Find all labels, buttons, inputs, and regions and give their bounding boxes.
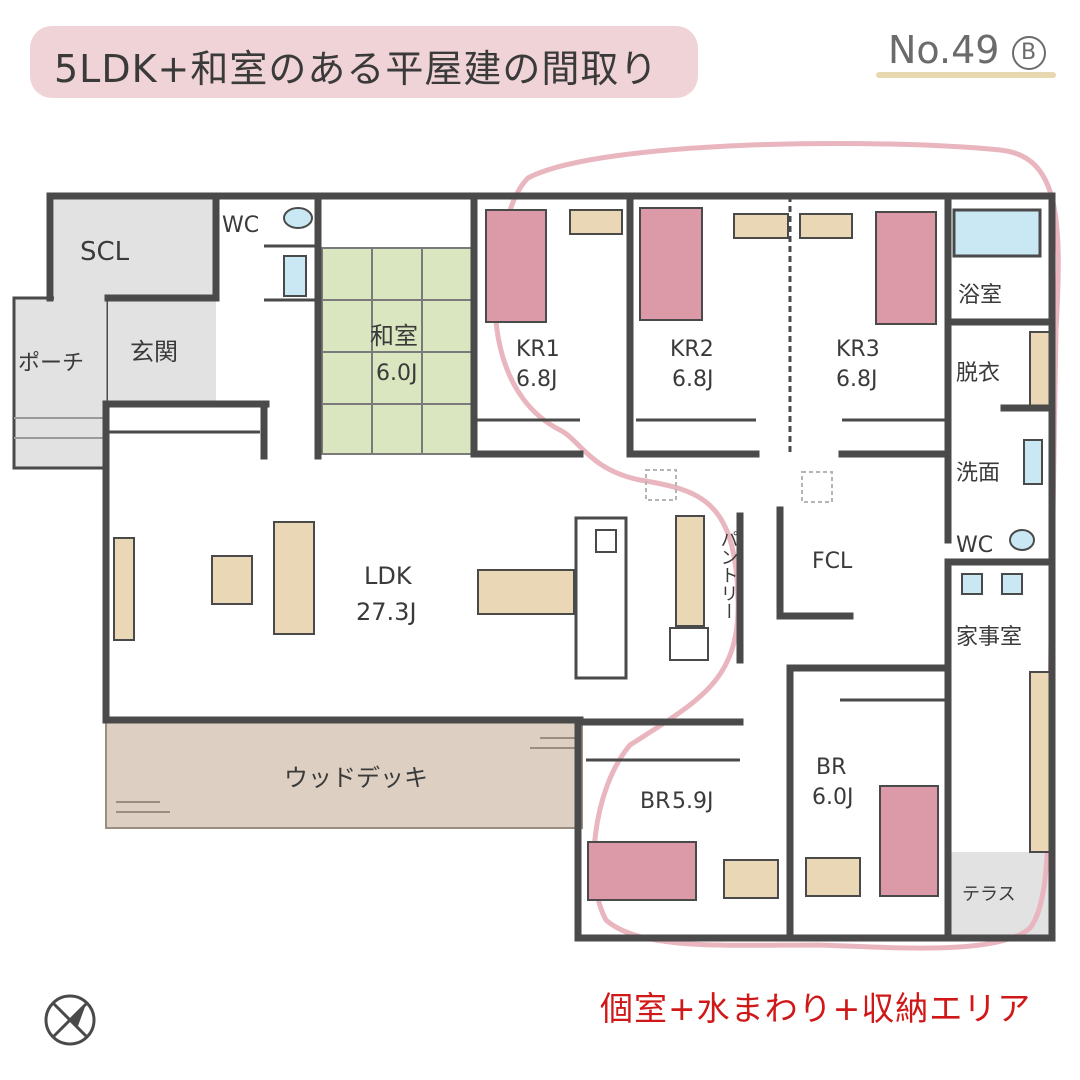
label-porch: ポーチ [18, 351, 84, 376]
porch-area [12, 296, 110, 470]
coffee-table [211, 555, 253, 605]
label-kr1-size: 6.8J [516, 367, 557, 392]
label-fcl: FCL [812, 549, 853, 574]
ceiling-hatch-icon [801, 471, 833, 503]
label-kr1: KR1 [516, 337, 560, 362]
label-dressing: 脱衣 [956, 361, 1000, 386]
page-title: 5LDK+和室のある平屋建の間取り [54, 47, 659, 91]
dining-table [477, 569, 575, 615]
terrace-floor [950, 852, 1054, 938]
stove [595, 529, 617, 553]
label-scl: SCL [80, 237, 130, 267]
label-wc-entry: WC [222, 213, 259, 238]
walls [46, 192, 1056, 942]
washbasin [1023, 439, 1043, 485]
label-br1: BR [640, 789, 670, 814]
bed-br2 [879, 785, 939, 897]
pantry-shelf [675, 515, 705, 627]
label-br1-size: 5.9J [672, 789, 713, 814]
plan-number: No.49 B [888, 28, 1046, 72]
label-bath: 浴室 [958, 283, 1002, 308]
housework-counter [1029, 671, 1051, 853]
compass-ring [44, 994, 96, 1046]
label-kr3: KR3 [836, 337, 880, 362]
label-washitsu-size: 6.0J [376, 361, 417, 386]
label-kr2: KR2 [670, 337, 714, 362]
bed-kr2 [639, 207, 703, 321]
label-ldk: LDK [364, 562, 413, 590]
bed-kr3 [875, 211, 937, 325]
scl-floor [54, 196, 216, 300]
desk-br1 [723, 859, 779, 899]
desk-kr1 [569, 209, 623, 235]
plan-number-underline [876, 72, 1056, 78]
bed-kr1 [485, 209, 547, 323]
tv-board [113, 537, 135, 641]
toilet-entry [283, 207, 313, 229]
area-caption: 個室+水まわり+収納エリア [600, 989, 1032, 1028]
label-kr2-size: 6.8J [672, 367, 713, 392]
private-area-outline [492, 141, 1061, 951]
ceiling-hatch-icon [645, 469, 677, 501]
north-compass-icon [44, 994, 96, 1046]
bathtub [952, 208, 1042, 258]
hand-sink [283, 255, 307, 297]
sink [961, 573, 983, 595]
label-wc-back: WC [956, 533, 993, 558]
label-ldk-size: 27.3J [356, 598, 417, 626]
label-kr3-size: 6.8J [836, 367, 877, 392]
label-washitsu: 和室 [370, 322, 418, 350]
wood-deck [105, 721, 583, 829]
plan-number-text: No.49 [888, 28, 1000, 72]
label-deck: ウッドデッキ [284, 764, 428, 792]
label-br2-size: 6.0J [812, 785, 853, 810]
desk-br2 [805, 857, 861, 897]
label-terrace: テラス [962, 884, 1016, 905]
title-banner [30, 26, 698, 98]
plan-variant-badge: B [1011, 35, 1046, 70]
sink [1001, 573, 1023, 595]
toilet-back [1009, 529, 1035, 551]
compass-pointer [70, 1004, 86, 1026]
label-pantry: パントリー [718, 530, 739, 620]
fridge [669, 627, 709, 661]
label-washroom: 洗面 [956, 461, 1000, 486]
label-entrance: 玄関 [130, 338, 178, 366]
bed-br1 [587, 841, 697, 901]
thin-lines [108, 196, 948, 762]
desk-kr3 [799, 213, 853, 239]
label-housework: 家事室 [956, 625, 1022, 650]
desk-kr2 [733, 213, 789, 239]
entrance-floor [108, 298, 216, 404]
sofa [273, 521, 315, 635]
label-br2: BR [816, 755, 846, 780]
